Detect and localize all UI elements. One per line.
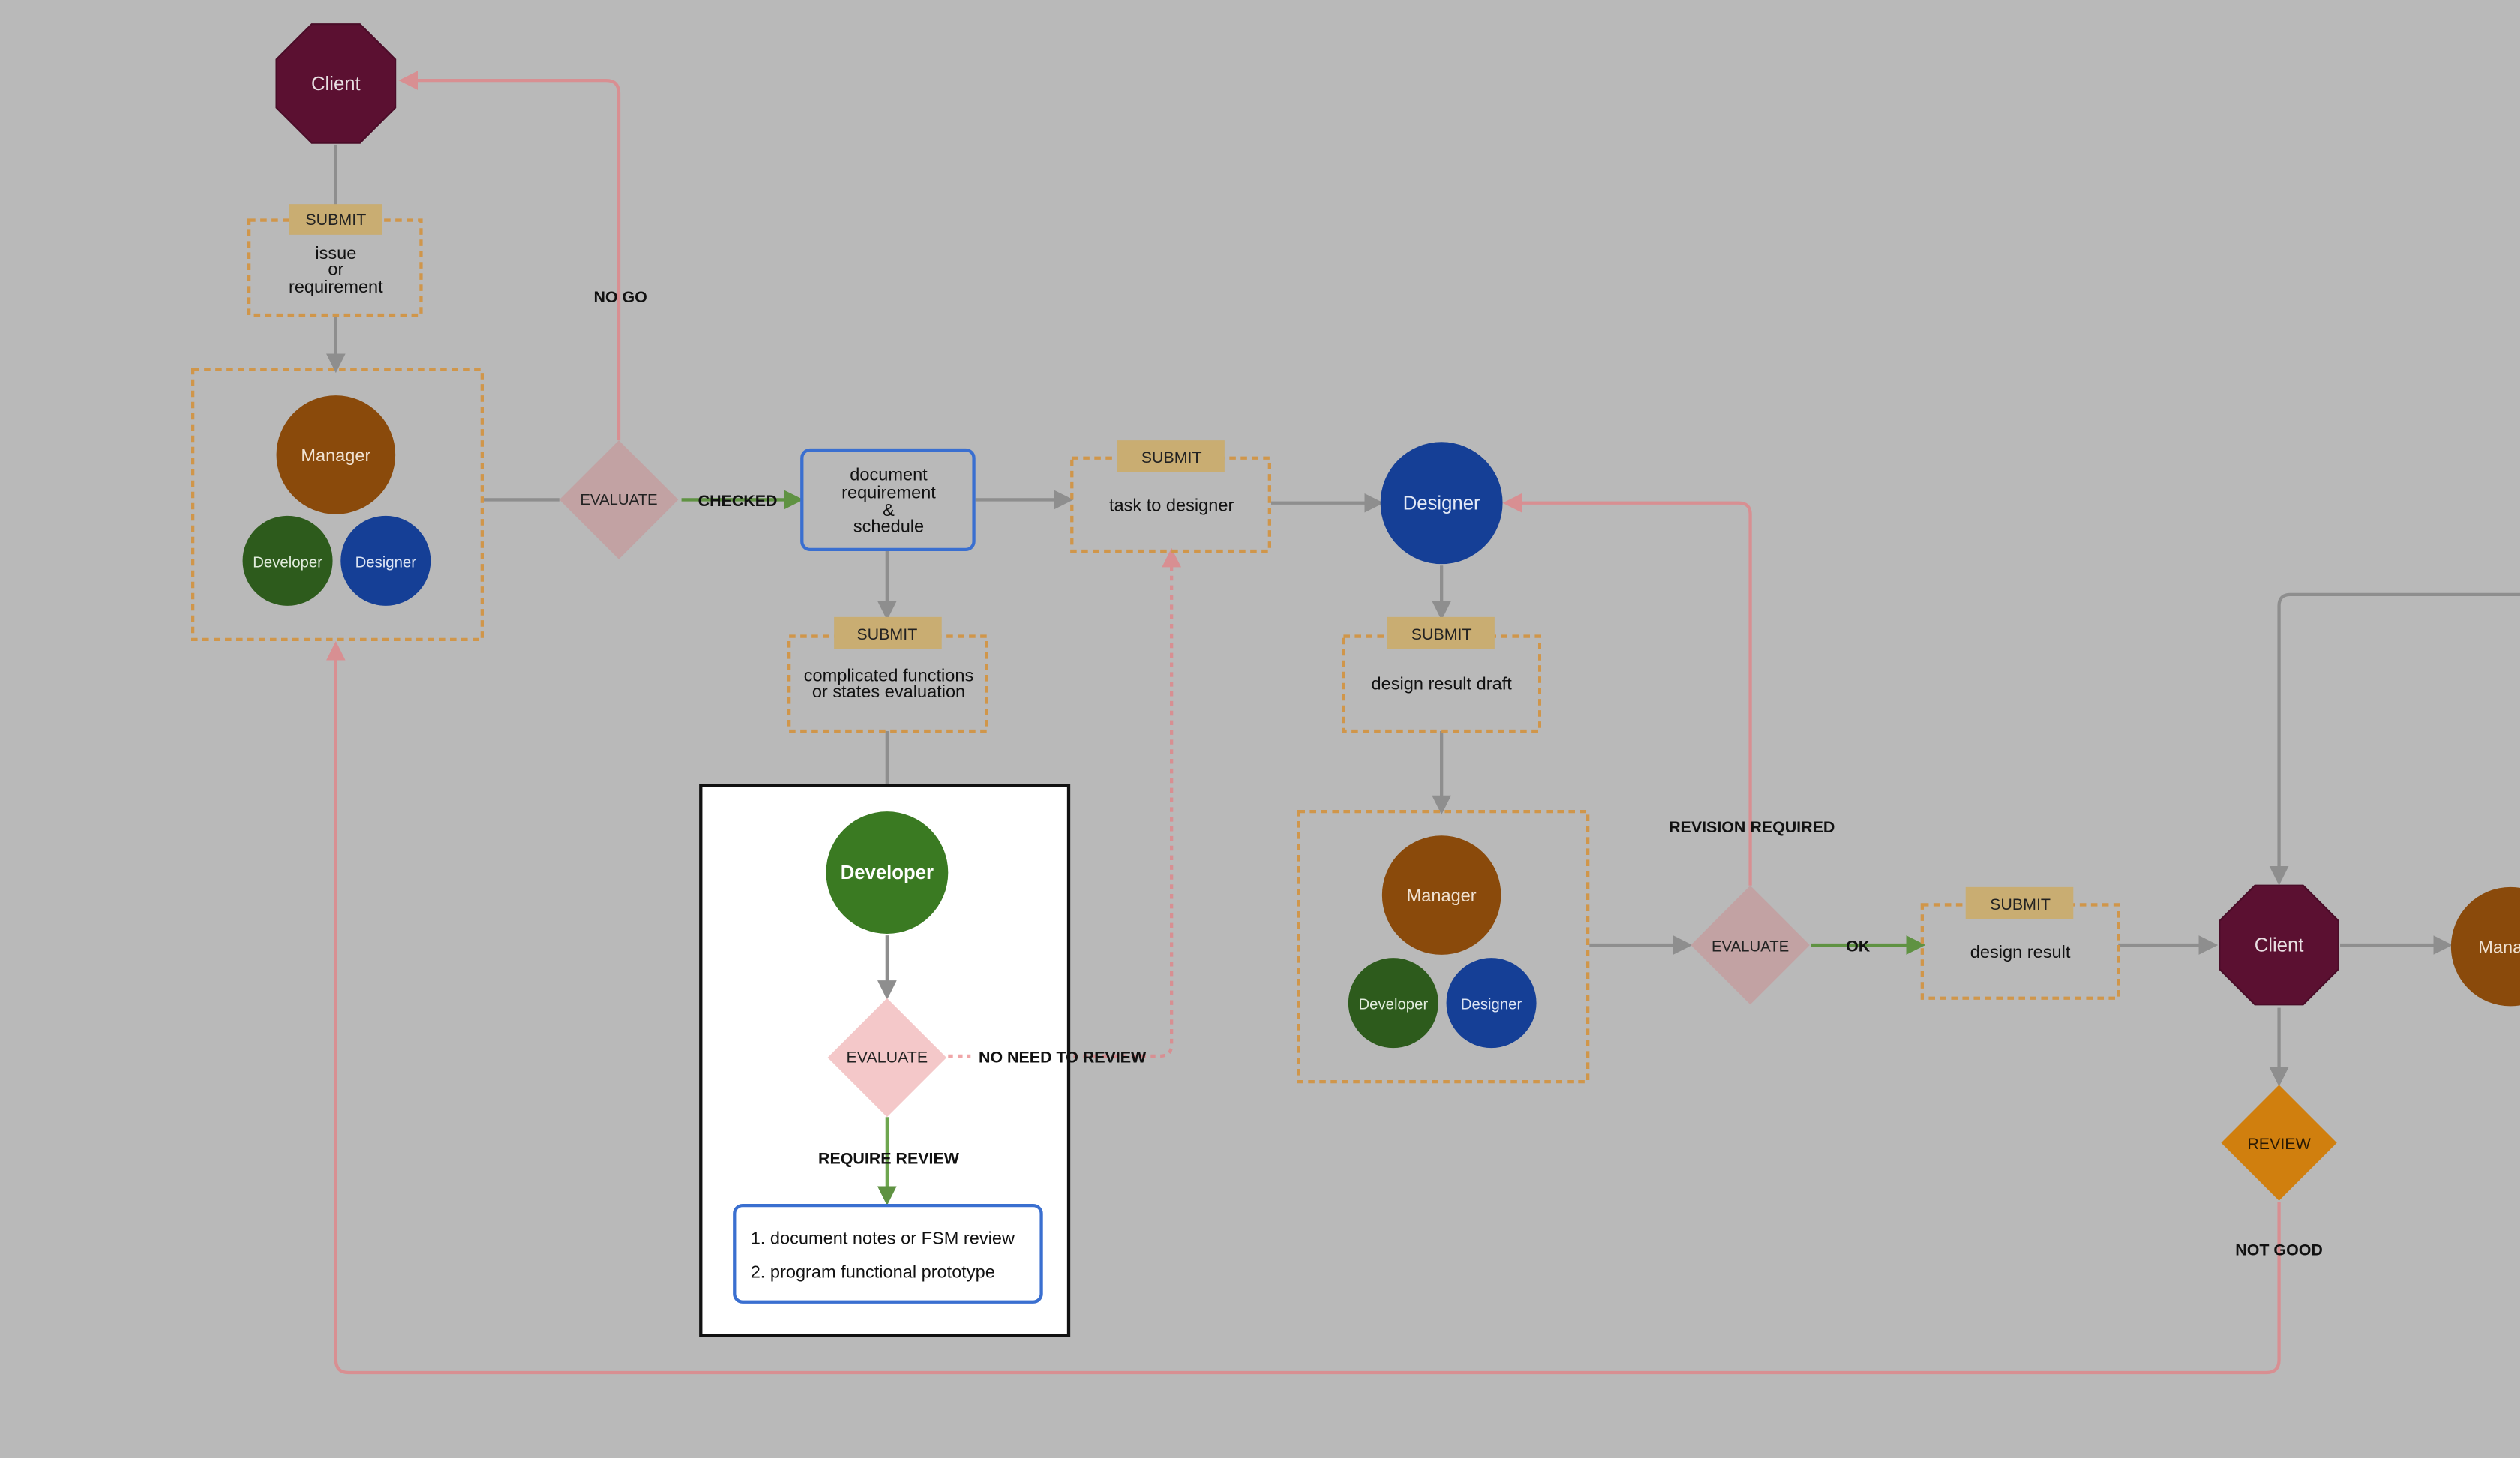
label-not-good: NOT GOOD	[2235, 1241, 2323, 1259]
submit-tag: SUBMIT	[856, 626, 917, 644]
evaluate-label: EVALUATE	[847, 1048, 928, 1066]
connectors	[326, 70, 2520, 1375]
review-diamond[interactable]: REVIEW	[2221, 1084, 2337, 1201]
designer-label: Designer	[1403, 493, 1480, 514]
evaluate-label: EVALUATE	[580, 492, 657, 508]
edge-return-to-client	[2269, 592, 2520, 886]
developer-label: Developer	[253, 554, 322, 571]
submit-issue-line-1: issue	[315, 243, 356, 262]
submit-tag: SUBMIT	[1142, 448, 1202, 466]
manager-label: Manager	[1407, 886, 1477, 905]
submit-issue-line-2: or	[328, 259, 344, 278]
designer-label: Designer	[1461, 997, 1522, 1013]
client-node-top[interactable]: Client	[275, 23, 397, 144]
evaluate-label: EVALUATE	[1712, 939, 1789, 956]
manager-label: Manager	[301, 446, 370, 465]
developer-label: Developer	[1358, 997, 1428, 1013]
submit-result-text: design result	[1970, 942, 2071, 962]
submit-issue-line-3: requirement	[289, 277, 383, 296]
evaluate-diamond-1[interactable]: EVALUATE	[559, 440, 679, 560]
label-checked: CHECKED	[698, 492, 778, 510]
designer-node[interactable]	[340, 515, 431, 606]
label-no-need-panel: NO NEED TO REVIEW	[979, 1048, 1147, 1066]
submit-task-designer-box[interactable]: SUBMIT task to designer	[1070, 440, 1271, 554]
manager-label: Mana	[2478, 938, 2520, 957]
label-no-go: NO GO	[593, 288, 646, 306]
submit-draft-box[interactable]: SUBMIT design result draft	[1342, 616, 1541, 734]
manager-node-partial[interactable]: Mana	[2450, 886, 2520, 1006]
evaluate-diamond-2[interactable]: EVALUATE	[1690, 885, 1810, 1005]
label-require-review-panel: REQUIRE REVIEW	[818, 1149, 960, 1167]
manager-node[interactable]	[276, 395, 396, 514]
doc-line-3: &	[883, 500, 895, 520]
submit-functions-box[interactable]: SUBMIT complicated functions or states e…	[787, 616, 988, 734]
submit-result-box[interactable]: SUBMIT design result	[1920, 886, 2120, 1000]
developer-label: Developer	[841, 862, 934, 884]
team-group-2[interactable]: Manager Developer Designer	[1297, 809, 1590, 1084]
submit-draft-text: design result draft	[1371, 674, 1512, 693]
submit-task-text: task to designer	[1109, 495, 1234, 514]
client-node-right[interactable]: Client	[2218, 884, 2339, 1006]
review-item-1: 1. document notes or FSM review	[751, 1228, 1016, 1248]
edge-revision-required	[1502, 493, 1752, 886]
submit-tag: SUBMIT	[1990, 896, 2050, 914]
manager-node[interactable]	[1382, 836, 1502, 955]
client-node-label: Client	[2254, 935, 2304, 956]
developer-node[interactable]	[242, 515, 333, 606]
label-ok: OK	[1846, 938, 1870, 956]
doc-line-4: schedule	[854, 516, 924, 536]
review-label: REVIEW	[2247, 1135, 2311, 1153]
edge-no-go	[398, 70, 621, 441]
developer-node[interactable]	[826, 812, 949, 934]
designer-label: Designer	[356, 554, 417, 571]
edge-no-need-to-review	[948, 548, 1181, 1058]
submit-tag: SUBMIT	[305, 211, 366, 229]
submit-issue-box[interactable]: SUBMIT issue or requirement	[247, 204, 423, 317]
client-node-label: Client	[311, 74, 361, 94]
developer-node[interactable]	[1348, 958, 1438, 1048]
submit-func-line-2: or states evaluation	[812, 682, 965, 701]
review-items-box[interactable]	[733, 1203, 1043, 1304]
document-requirement-box[interactable]: document requirement & schedule	[800, 448, 976, 551]
submit-func-line-1: complicated functions	[804, 666, 974, 686]
team-group-1[interactable]: Manager Developer Designer	[190, 368, 484, 641]
edge-not-good	[326, 640, 2281, 1375]
developer-review-panel[interactable]: Developer EVALUATE REQUIRE REVIEW NO NEE…	[699, 784, 1147, 1337]
designer-node[interactable]	[1446, 958, 1537, 1048]
submit-tag: SUBMIT	[1412, 626, 1472, 644]
review-item-2: 2. program functional prototype	[751, 1262, 995, 1282]
label-revision-required: REVISION REQUIRED	[1669, 818, 1834, 836]
doc-line-2: requirement	[842, 482, 936, 502]
doc-line-1: document	[850, 465, 928, 484]
designer-node-main[interactable]: Designer	[1380, 442, 1503, 565]
